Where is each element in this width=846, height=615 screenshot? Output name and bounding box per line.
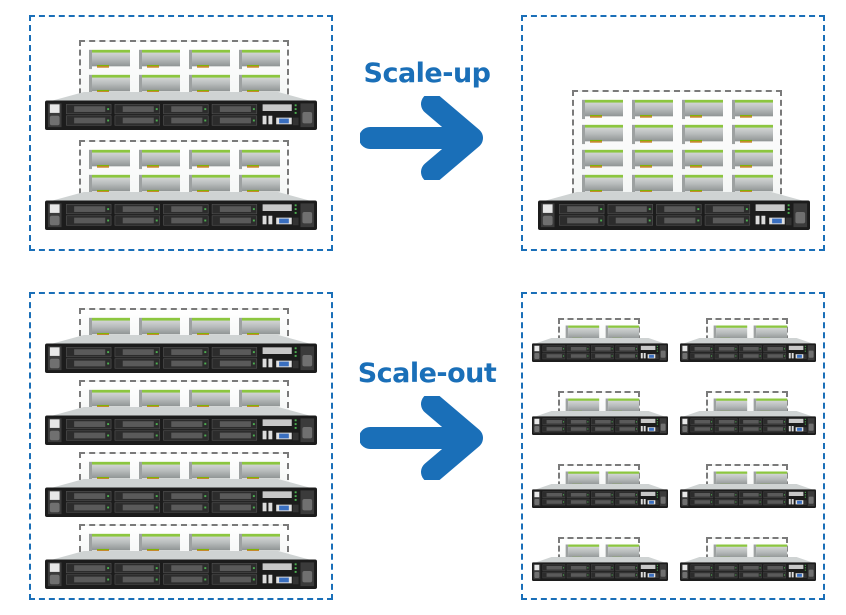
gpu-card-icon <box>137 532 181 558</box>
gpu-card-icon <box>187 460 231 486</box>
scale-out-after-box <box>521 292 825 600</box>
gpu-card-icon <box>237 460 281 486</box>
server-icon <box>532 557 668 585</box>
gpu-card-icon <box>87 532 131 558</box>
gpu-card-icon <box>630 123 674 149</box>
gpu-card-icon <box>87 316 131 342</box>
gpu-card-icon <box>87 388 131 414</box>
gpu-card-icon <box>630 98 674 124</box>
gpu-card-icon <box>680 173 724 199</box>
server-icon <box>680 338 816 366</box>
gpu-card-icon <box>87 148 131 174</box>
gpu-card-icon <box>137 148 181 174</box>
scale-up-after-box <box>521 15 825 251</box>
server-icon <box>45 407 317 449</box>
gpu-card-icon <box>137 73 181 99</box>
server-icon <box>532 338 668 366</box>
gpu-card-icon <box>187 388 231 414</box>
gpu-card-icon <box>630 148 674 174</box>
gpu-card-icon <box>680 123 724 149</box>
gpu-card-icon <box>87 173 131 199</box>
server-icon <box>45 551 317 593</box>
gpu-card-icon <box>137 173 181 199</box>
server-icon <box>538 192 810 234</box>
server-icon <box>45 335 317 377</box>
gpu-card-icon <box>237 532 281 558</box>
gpu-card-icon <box>87 460 131 486</box>
gpu-card-icon <box>187 173 231 199</box>
gpu-card-icon <box>580 148 624 174</box>
scale-up-arrow-icon <box>360 96 483 180</box>
server-icon <box>680 411 816 439</box>
gpu-card-icon <box>87 48 131 74</box>
gpu-card-icon <box>187 48 231 74</box>
gpu-card-icon <box>87 73 131 99</box>
gpu-card-icon <box>580 123 624 149</box>
gpu-card-icon <box>237 148 281 174</box>
gpu-card-icon <box>187 316 231 342</box>
gpu-card-icon <box>730 173 774 199</box>
gpu-card-icon <box>187 148 231 174</box>
gpu-card-icon <box>730 123 774 149</box>
gpu-card-icon <box>730 148 774 174</box>
gpu-card-icon <box>730 98 774 124</box>
gpu-card-icon <box>680 98 724 124</box>
scale-out-arrow-icon <box>360 396 483 480</box>
gpu-card-icon <box>187 73 231 99</box>
gpu-card-icon <box>137 316 181 342</box>
gpu-card-icon <box>237 388 281 414</box>
server-icon <box>532 484 668 512</box>
server-icon <box>45 92 317 134</box>
server-icon <box>45 479 317 521</box>
scale-up-before-box <box>29 15 333 251</box>
server-icon <box>45 192 317 234</box>
gpu-card-icon <box>237 73 281 99</box>
gpu-card-icon <box>580 98 624 124</box>
server-icon <box>532 411 668 439</box>
gpu-card-icon <box>137 388 181 414</box>
server-icon <box>680 484 816 512</box>
scale-up-label: Scale-up <box>363 58 492 89</box>
server-icon <box>680 557 816 585</box>
gpu-card-icon <box>187 532 231 558</box>
gpu-card-icon <box>237 48 281 74</box>
gpu-card-icon <box>237 173 281 199</box>
scale-out-before-box <box>29 292 333 600</box>
gpu-card-icon <box>630 173 674 199</box>
gpu-card-icon <box>137 460 181 486</box>
scale-out-label: Scale-out <box>357 358 497 389</box>
gpu-card-icon <box>680 148 724 174</box>
gpu-card-icon <box>137 48 181 74</box>
gpu-card-icon <box>580 173 624 199</box>
gpu-card-icon <box>237 316 281 342</box>
